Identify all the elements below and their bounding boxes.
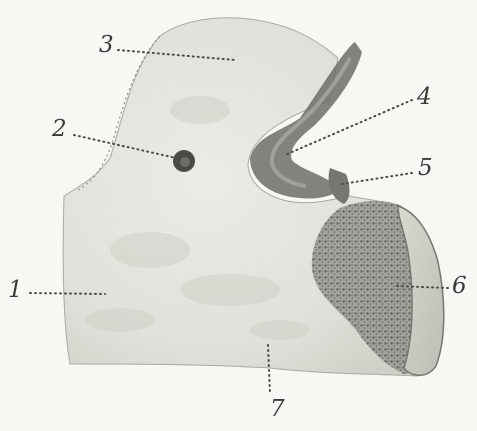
label-4: 4 xyxy=(417,86,432,109)
notch xyxy=(329,168,350,204)
label-3: 3 xyxy=(99,34,114,57)
label-5: 5 xyxy=(418,157,433,180)
label-2: 2 xyxy=(52,118,67,141)
label-6: 6 xyxy=(452,275,467,298)
label-1: 1 xyxy=(8,279,23,302)
leader-line-5 xyxy=(342,173,412,184)
foramen-inner xyxy=(180,157,190,167)
label-7: 7 xyxy=(270,398,285,421)
